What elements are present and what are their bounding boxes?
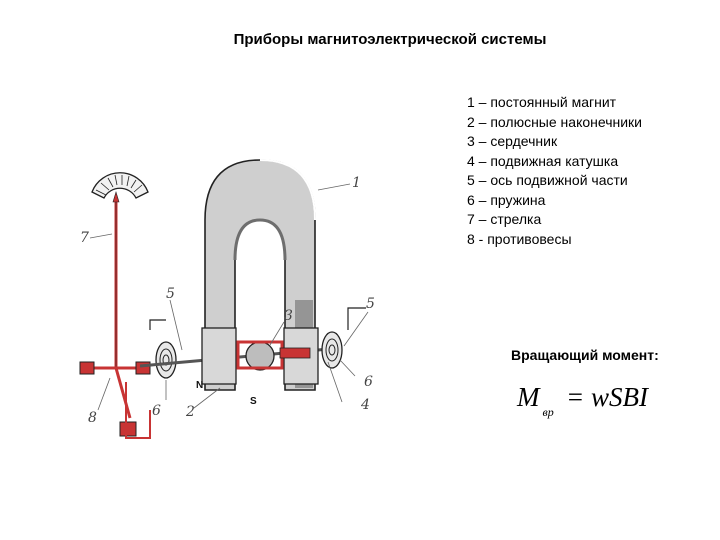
formula-equals: = (567, 382, 583, 412)
pole-label-n: N (196, 380, 203, 391)
legend-item: 3 – сердечник (467, 133, 558, 149)
formula-rhs: wSBI (590, 382, 648, 412)
leader-lines (89, 183, 369, 411)
legend-item: 6 – пружина (467, 191, 546, 208)
slide-title: Приборы магнитоэлектрической системы (233, 31, 547, 48)
callout-number: 6 (364, 374, 373, 390)
legend-item: 2 – полюсные наконечники (467, 113, 642, 130)
callout-number: 7 (80, 230, 89, 246)
callout-number: 4 (360, 397, 370, 413)
formula-lhs: M (517, 382, 540, 412)
legend-list: 1 – постоянный магнит 2 – полюсные након… (467, 93, 642, 249)
callout-number: 6 (152, 403, 161, 419)
callout-number: 5 (166, 286, 175, 302)
formula-subscript: вр (542, 405, 554, 419)
legend-item: 4 – подвижная катушка (467, 152, 619, 169)
left-spring (155, 341, 177, 379)
torque-label: Вращающий момент: (511, 347, 659, 363)
callout-number: 2 (185, 404, 195, 420)
legend-item: 7 – стрелка (467, 211, 542, 227)
pole-label-s: S (250, 396, 257, 407)
callout-number: 3 (284, 308, 293, 324)
right-spring (321, 307, 366, 369)
counterweights (79, 319, 166, 439)
core (245, 341, 275, 371)
legend-item: 5 – ось подвижной части (467, 172, 628, 188)
scale-dial (91, 172, 149, 199)
pointer (112, 190, 120, 368)
callout-number: 8 (88, 410, 97, 426)
instrument-illustration: 1 2 3 4 5 5 6 6 7 8 N S (79, 159, 375, 439)
callout-number: 1 (352, 175, 361, 191)
callout-number: 5 (366, 296, 375, 312)
legend-item: 8 - противовесы (467, 230, 572, 247)
legend-item: 1 – постоянный магнит (467, 94, 617, 110)
